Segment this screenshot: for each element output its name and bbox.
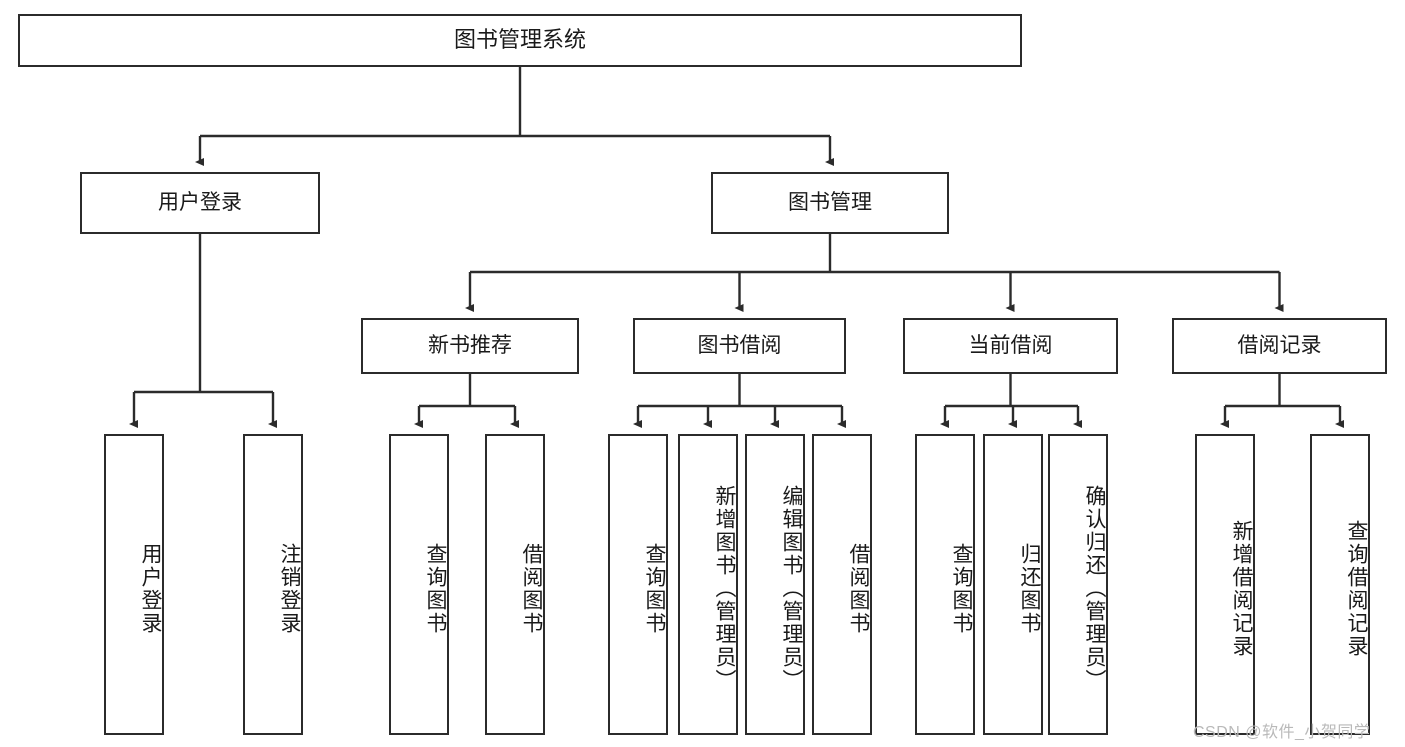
node-leaf-borrow-book-1-label: 借阅图书: [520, 542, 543, 635]
node-book-borrow[interactable]: 图书借阅: [633, 318, 846, 374]
node-leaf-borrow-book-2-label: 借阅图书: [847, 542, 870, 635]
node-leaf-query-record-label: 查询借阅记录: [1345, 519, 1368, 658]
node-user-login[interactable]: 用户登录: [80, 172, 320, 234]
node-new-book-recommend[interactable]: 新书推荐: [361, 318, 579, 374]
node-leaf-query-book-3-label: 查询图书: [950, 542, 973, 635]
node-leaf-return-book-label: 归还图书: [1018, 542, 1041, 635]
node-new-book-recommend-label: 新书推荐: [428, 334, 512, 358]
node-current-borrow-label: 当前借阅: [968, 334, 1053, 358]
node-leaf-borrow-book-2[interactable]: 借阅图书: [812, 434, 872, 735]
node-leaf-query-record[interactable]: 查询借阅记录: [1310, 434, 1370, 735]
node-current-borrow[interactable]: 当前借阅: [903, 318, 1118, 374]
node-book-borrow-label: 图书借阅: [697, 334, 782, 358]
node-leaf-query-book-2-label: 查询图书: [643, 542, 666, 635]
node-leaf-user-login-label: 用户登录: [139, 542, 162, 635]
node-leaf-user-logout[interactable]: 注销登录: [243, 434, 303, 735]
node-leaf-query-book-1[interactable]: 查询图书: [389, 434, 449, 735]
node-leaf-query-book-3[interactable]: 查询图书: [915, 434, 975, 735]
node-book-management[interactable]: 图书管理: [711, 172, 949, 234]
node-book-management-label: 图书管理: [788, 191, 872, 215]
node-user-login-label: 用户登录: [158, 191, 242, 215]
node-borrow-record[interactable]: 借阅记录: [1172, 318, 1387, 374]
node-leaf-confirm-return[interactable]: 确认归还（管理员）: [1048, 434, 1108, 735]
node-leaf-user-logout-label: 注销登录: [278, 542, 301, 635]
node-leaf-edit-book[interactable]: 编辑图书（管理员）: [745, 434, 805, 735]
csdn-watermark: CSDN @软件_小贺同学: [1193, 724, 1371, 741]
node-leaf-add-record-label: 新增借阅记录: [1230, 519, 1253, 658]
node-leaf-add-book-label: 新增图书（管理员）: [713, 485, 736, 692]
node-leaf-user-login[interactable]: 用户登录: [104, 434, 164, 735]
node-leaf-add-record[interactable]: 新增借阅记录: [1195, 434, 1255, 735]
node-leaf-confirm-return-label: 确认归还（管理员）: [1083, 485, 1106, 692]
node-leaf-return-book[interactable]: 归还图书: [983, 434, 1043, 735]
node-leaf-borrow-book-1[interactable]: 借阅图书: [485, 434, 545, 735]
node-root-label: 图书管理系统: [453, 27, 586, 53]
node-borrow-record-label: 借阅记录: [1237, 334, 1322, 358]
node-root[interactable]: 图书管理系统: [18, 14, 1022, 67]
node-leaf-edit-book-label: 编辑图书（管理员）: [780, 485, 803, 692]
node-leaf-query-book-2[interactable]: 查询图书: [608, 434, 668, 735]
node-leaf-add-book[interactable]: 新增图书（管理员）: [678, 434, 738, 735]
node-leaf-query-book-1-label: 查询图书: [424, 542, 447, 635]
